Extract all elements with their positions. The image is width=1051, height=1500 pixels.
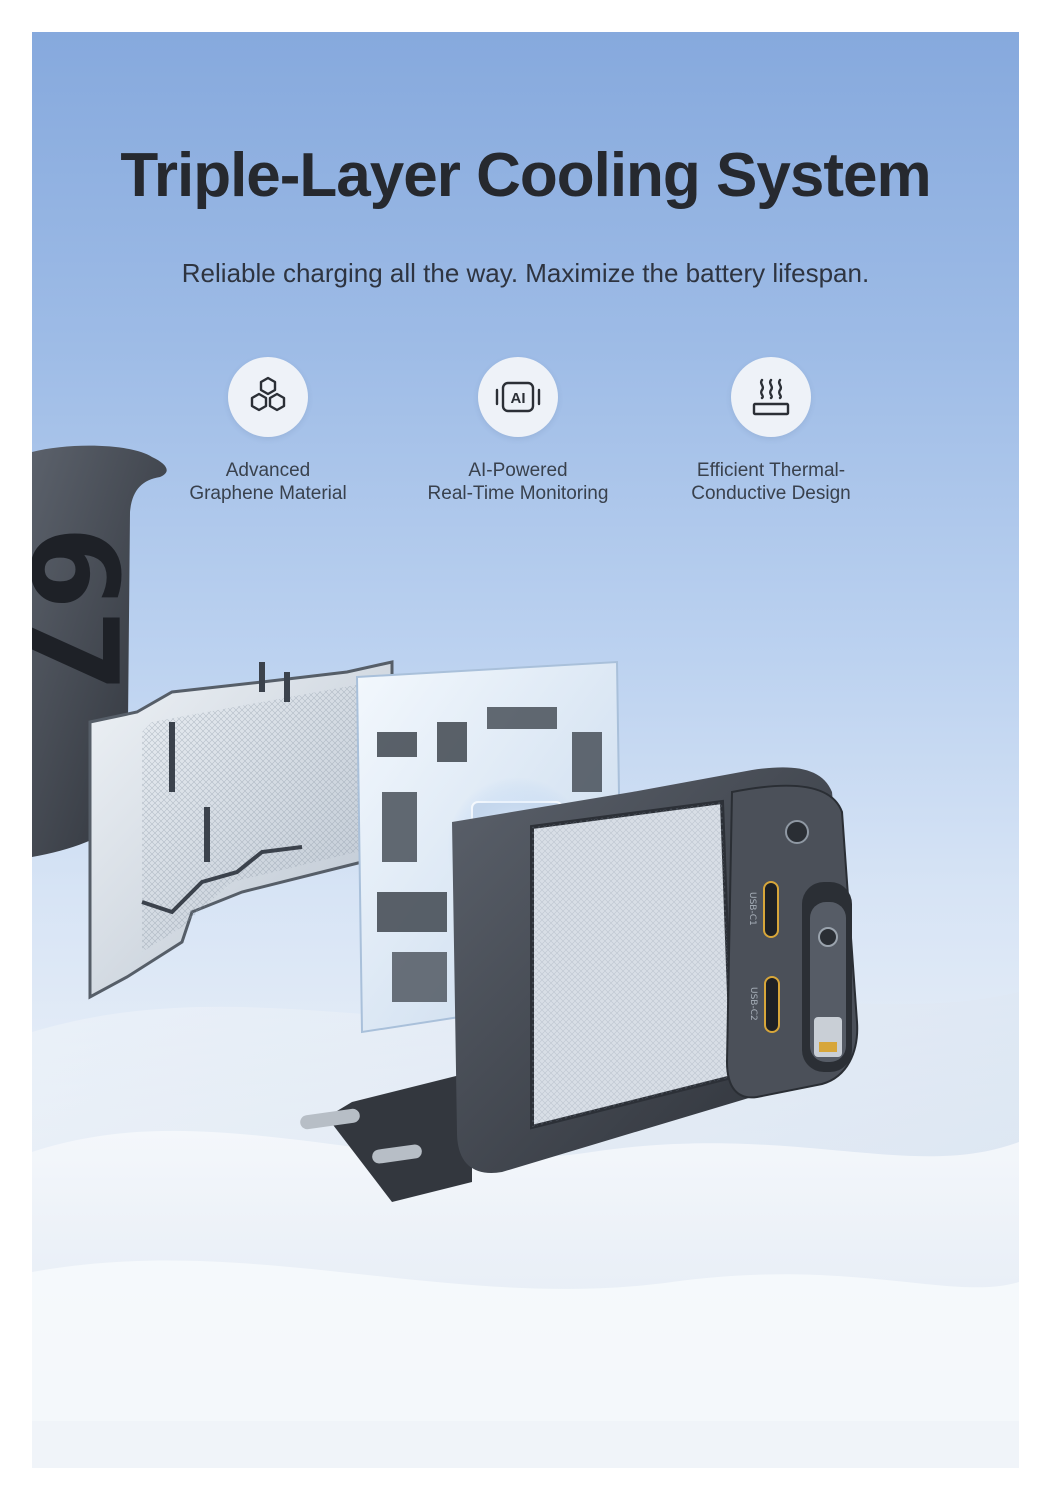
- page-subtitle: Reliable charging all the way. Maximize …: [181, 258, 870, 288]
- ai-icon-text: AI: [511, 390, 526, 407]
- feature-ai-line2: Real-Time Monitoring: [427, 483, 609, 504]
- page-title: Triple-Layer Cooling System: [120, 141, 931, 210]
- ai-chip-icon: AI: [478, 357, 558, 437]
- svg-text:USB-C1: USB-C1: [747, 892, 757, 926]
- usb-c1-port: [763, 881, 779, 938]
- feature-ai-line1: AI-Powered: [468, 460, 568, 481]
- graphene-layer: [88, 660, 394, 1000]
- brand-badge-icon: [785, 820, 809, 844]
- feature-thermal-label: Efficient Thermal- Conductive Design: [651, 459, 891, 505]
- feature-thermal-design: Efficient Thermal- Conductive Design: [651, 357, 891, 505]
- product-illustration: 67 g: [32, 445, 1019, 1421]
- charger-body: USB-C1 USB-C2: [300, 767, 859, 1202]
- feature-graphene: Advanced Graphene Material: [148, 357, 388, 505]
- footer-strip: [32, 1421, 1019, 1468]
- feature-graphene-line2: Graphene Material: [189, 483, 347, 504]
- svg-text:USB-C2: USB-C2: [748, 987, 758, 1021]
- hero-panel: 67 g: [32, 32, 1019, 1421]
- feature-graphene-label: Advanced Graphene Material: [148, 459, 388, 505]
- heat-dissipation-icon: [731, 357, 811, 437]
- feature-thermal-line1: Efficient Thermal-: [696, 460, 846, 481]
- snow-dune-front: [32, 1260, 1019, 1421]
- feature-thermal-line2: Conductive Design: [691, 483, 851, 504]
- usb-c2-port: [764, 976, 780, 1033]
- feature-ai-monitoring: AI AI-Powered Real-Time Monitoring: [398, 357, 638, 505]
- graphene-hexagons-icon: [228, 357, 308, 437]
- feature-ai-label: AI-Powered Real-Time Monitoring: [398, 459, 638, 505]
- housing-print: 67: [32, 526, 142, 693]
- feature-graphene-line1: Advanced: [225, 460, 311, 481]
